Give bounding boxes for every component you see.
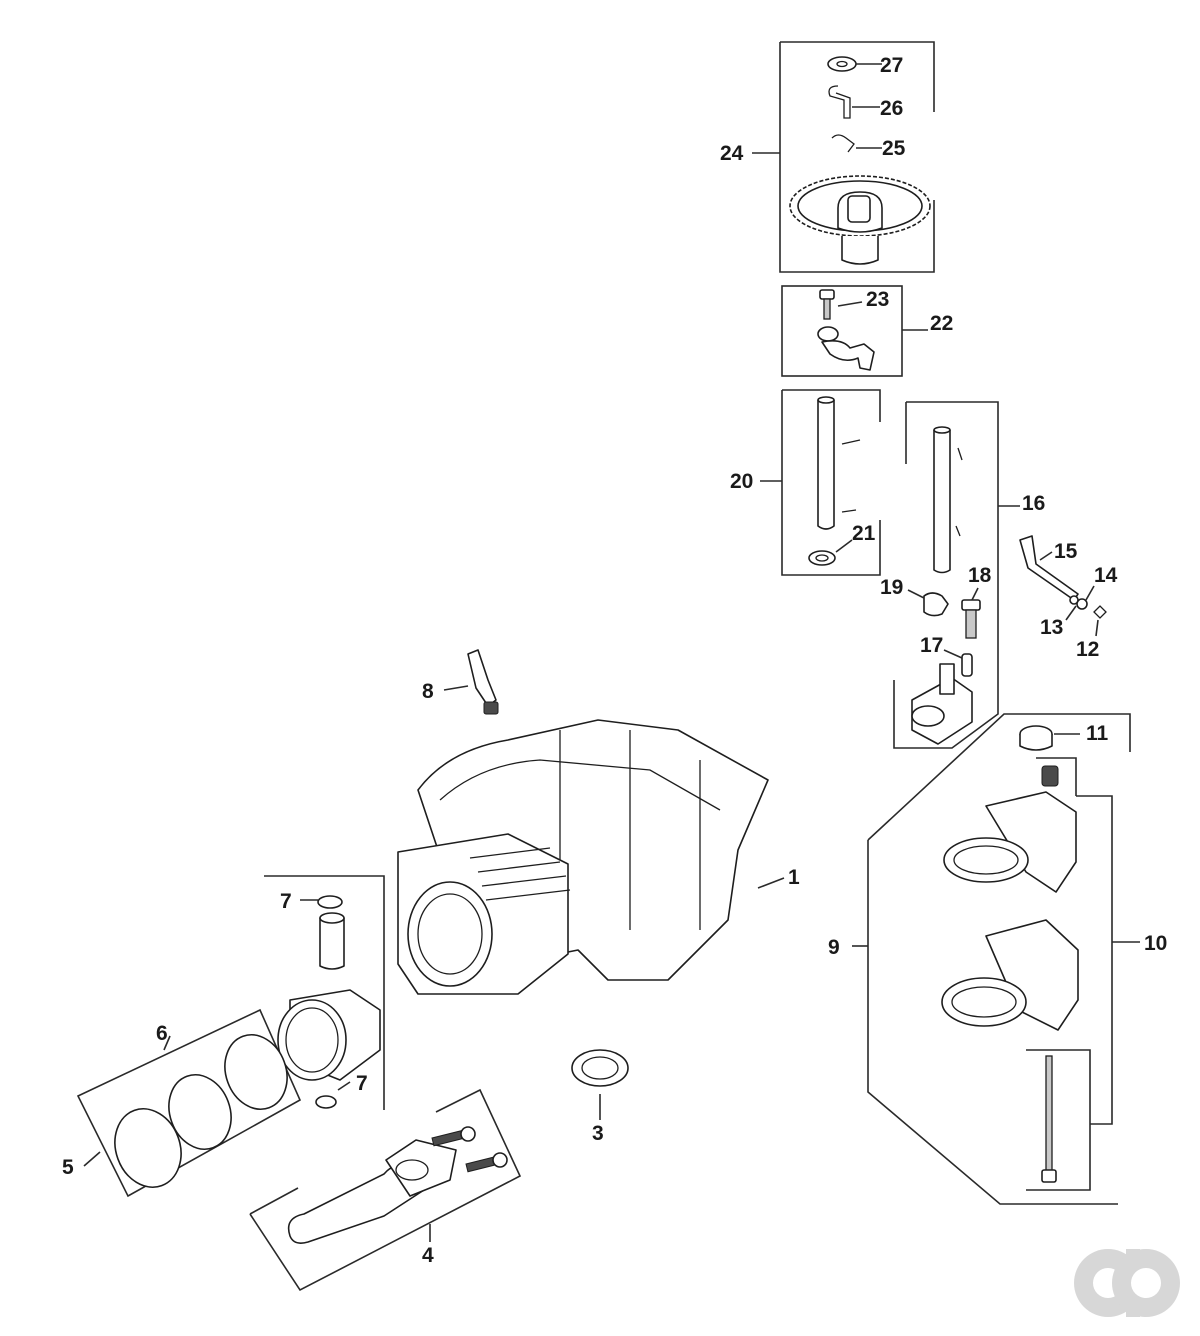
shaft-20-part <box>817 396 861 530</box>
label-part-25: 25 <box>882 137 906 160</box>
piston-ring-2-part <box>168 1074 232 1150</box>
label-part-1: 1 <box>788 866 800 889</box>
piston-group-box <box>264 875 385 1110</box>
label-part-11: 11 <box>1086 722 1109 745</box>
label-part-21: 21 <box>852 522 876 545</box>
pin-17-part <box>943 649 973 677</box>
label-part-7b: 7 <box>356 1072 368 1095</box>
label-part-22: 22 <box>930 312 953 335</box>
label-part-5: 5 <box>62 1156 74 1179</box>
label-part-23: 23 <box>866 288 889 311</box>
piston-part <box>277 989 381 1081</box>
clip-12-part <box>1093 605 1107 637</box>
label-part-4: 4 <box>422 1244 434 1267</box>
governor-gear-part <box>789 175 931 265</box>
label-part-15: 15 <box>1054 540 1078 563</box>
pump-shaft-16-part <box>933 426 963 574</box>
ao-logo-icon <box>1074 1249 1180 1317</box>
label-part-24: 24 <box>720 142 744 165</box>
washer-13-part <box>1065 595 1079 621</box>
label-part-8: 8 <box>422 680 434 703</box>
dipstick-tube-15-part <box>1019 535 1079 601</box>
label-part-14: 14 <box>1094 564 1118 587</box>
fitting-19-part <box>907 589 949 617</box>
rod-bolt-1-part <box>431 1126 476 1147</box>
label-part-12: 12 <box>1076 638 1099 661</box>
governor-lever-part <box>817 326 875 371</box>
label-part-26: 26 <box>880 97 903 120</box>
crankcase-1-part <box>397 719 785 995</box>
label-part-20: 20 <box>730 470 753 493</box>
retainer-7a-part <box>317 895 343 909</box>
piston-ring-1-part <box>114 1108 182 1188</box>
label-part-17: 17 <box>920 634 943 657</box>
connecting-rod-part <box>287 1139 457 1244</box>
label-part-13: 13 <box>1040 616 1063 639</box>
screw-23-part <box>819 289 863 320</box>
rod-bolt-2-part <box>465 1152 508 1173</box>
washer-21-part <box>808 539 853 566</box>
retainer-7b-part <box>315 1081 351 1109</box>
balance-group-box <box>852 713 1131 1205</box>
bolt-part <box>1026 1049 1091 1191</box>
label-part-6: 6 <box>156 1022 168 1045</box>
piston-ring-3-part <box>224 1034 288 1110</box>
label-part-19: 19 <box>880 576 903 599</box>
label-part-18: 18 <box>968 564 992 587</box>
balance-weight-upper-part <box>943 791 1077 893</box>
governor-lever-group-box <box>781 285 928 377</box>
label-part-16: 16 <box>1022 492 1045 515</box>
nut-14-part <box>1076 585 1095 610</box>
oil-pump-group-box <box>893 401 1020 749</box>
washer-27-part <box>827 56 882 72</box>
oil-seal-3-part <box>571 1049 629 1120</box>
governor-cross-shaft-26-part <box>828 85 880 119</box>
governor-gear-group-box <box>752 41 935 273</box>
bushing-11-part <box>1019 725 1080 751</box>
label-part-9: 9 <box>828 936 840 959</box>
piston-pin-part <box>319 912 345 970</box>
oil-pump-body-part <box>911 663 973 745</box>
pin-25-part <box>831 134 882 153</box>
balance-weight-10-bracket <box>1076 795 1140 1125</box>
balance-weight-lower-part <box>941 919 1079 1031</box>
screw-18-part <box>961 587 981 639</box>
piston-rings-group-box <box>76 1008 302 1198</box>
label-part-3: 3 <box>592 1122 604 1145</box>
label-part-7a: 7 <box>280 890 292 913</box>
breather-tube-8-part <box>443 649 499 715</box>
label-part-27: 27 <box>880 54 903 77</box>
spacer-part <box>1036 757 1077 796</box>
connecting-rod-group-box <box>249 1088 522 1292</box>
shaft-group-box <box>760 389 881 576</box>
label-part-10: 10 <box>1144 932 1167 955</box>
